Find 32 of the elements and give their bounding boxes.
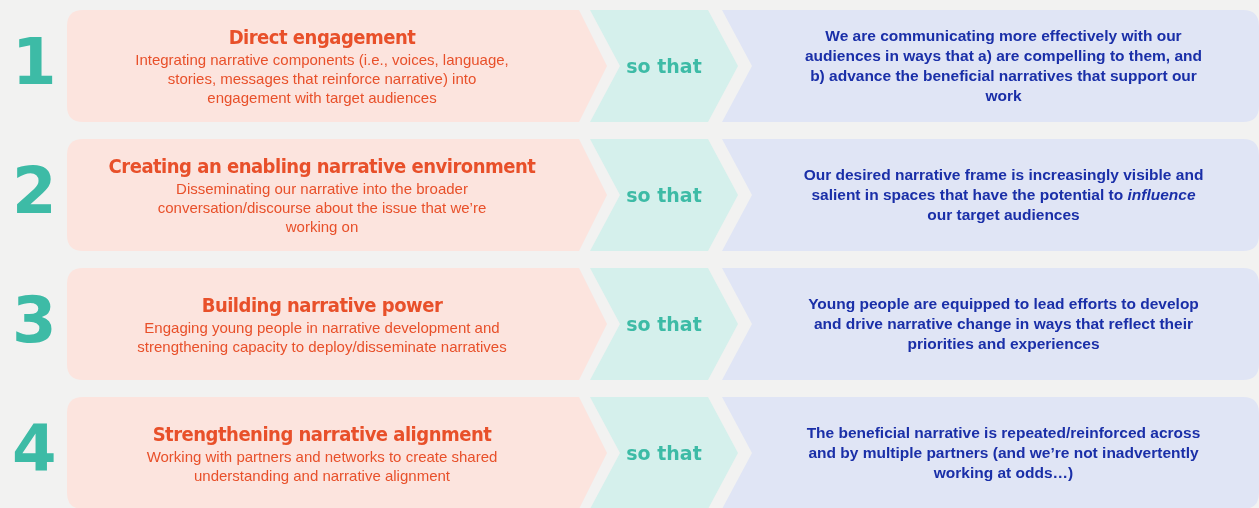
outcome-panel — [722, 268, 1259, 380]
step-description: Engaging young people in narrative development and strengthening capacity to deploy/disseminate narratives — [136, 317, 508, 356]
step-title: Direct engagement — [228, 25, 416, 50]
step-title: Strengthening narrative alignment — [152, 421, 492, 447]
action-panel — [67, 10, 607, 122]
outcome-text: Our desired narrative frame is increasingly visible and salient in spaces that have the potential to influence our target audiences — [803, 165, 1204, 225]
step-description: Working with partners and networks to create shared understanding and narrative alignment — [145, 446, 499, 485]
outcome-panel — [722, 139, 1259, 251]
step-description: Disseminating our narrative into the broader conversation/discourse about the issue that we’re working on — [156, 179, 488, 236]
connector-phrase: so that — [626, 311, 702, 337]
step-number: 1 — [12, 30, 57, 94]
so-that-panel — [590, 268, 738, 380]
so-that-panel — [590, 139, 738, 251]
so-that-panel — [590, 10, 738, 122]
step-description: Integrating narrative components (i.e., voices, language, stories, messages that reinforce narrative) into engagement with target audiences — [134, 50, 510, 107]
action-panel — [67, 397, 607, 508]
outcome-text: Young people are equipped to lead efforts to develop and drive narrative change in ways that reflect their priorities and experiences — [807, 294, 1200, 354]
outcome-panel — [722, 10, 1259, 122]
outcome-text: We are communicating more effectively with our audiences in ways that a) are compelling to them, and b) advance the beneficial narratives that support our work — [803, 26, 1204, 106]
connector-phrase: so that — [626, 440, 702, 466]
step-title: Building narrative power — [201, 292, 443, 318]
outcome-panel — [722, 397, 1259, 508]
step-title: Creating an enabling narrative environment — [108, 154, 536, 179]
step-number: 2 — [12, 159, 57, 223]
outcome-text: The beneficial narrative is repeated/reinforced across and by multiple partners (and we’re not inadvertently working at odds…) — [805, 423, 1202, 483]
connector-phrase: so that — [626, 53, 702, 79]
step-number: 3 — [12, 288, 57, 352]
connector-phrase: so that — [626, 182, 702, 208]
step-number: 4 — [12, 417, 57, 481]
action-panel — [67, 268, 607, 380]
action-panel — [67, 139, 607, 251]
so-that-panel — [590, 397, 738, 508]
